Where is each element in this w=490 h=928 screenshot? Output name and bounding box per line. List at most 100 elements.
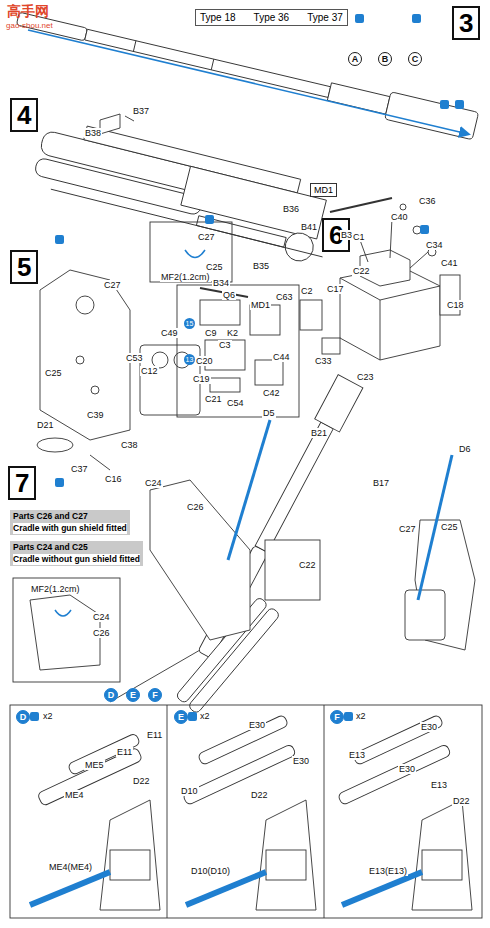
part-number: B34 — [212, 278, 230, 288]
part-number: E30 — [248, 720, 266, 730]
part-number: B38 — [84, 128, 102, 138]
part-number: C27 — [398, 524, 417, 534]
part-number: E13 — [430, 780, 448, 790]
part-number: B21 — [310, 428, 328, 438]
node-text: Type 18 — [200, 12, 236, 23]
part-number: E11 — [116, 747, 133, 757]
note-band: Parts C26 and C27Cradle with gun shield … — [10, 510, 130, 535]
part-number: C25 — [205, 262, 224, 272]
part-number: x2 — [42, 711, 54, 721]
part-number: C40 — [390, 212, 409, 222]
type-header: Type 18 Type 36 Type 37 — [195, 9, 348, 26]
part-number: E30 — [420, 722, 438, 732]
part-number: x2 — [355, 711, 367, 721]
part-number: C22 — [352, 266, 371, 276]
part-number: E13 — [348, 750, 366, 760]
step-marker: 15 — [184, 318, 195, 329]
part-number: E11 — [146, 730, 163, 740]
part-number: C21 — [204, 394, 223, 404]
node-text: Cradle with gun shield fitted — [13, 523, 127, 534]
part-number: C27 — [197, 232, 216, 242]
node-text: 7 — [15, 469, 29, 497]
part-number: D6 — [458, 444, 472, 454]
part-number: B37 — [132, 106, 150, 116]
part-number: E30 — [398, 764, 416, 774]
node-text: Type 37 — [307, 12, 343, 23]
part-number: MF2(1.2cm) — [30, 584, 81, 594]
part-number: ME5 — [84, 760, 105, 770]
variant-letter: D — [104, 688, 118, 702]
part-number: C17 — [326, 284, 345, 294]
note-band: Parts C24 and C25Cradle without gun shie… — [10, 541, 143, 566]
part-number: D22 — [132, 776, 151, 786]
node-text: MD1 — [314, 185, 333, 195]
part-number: C23 — [356, 372, 375, 382]
step-number: 3 — [452, 6, 480, 40]
part-number: C63 — [275, 292, 294, 302]
node-text: 3 — [459, 9, 473, 37]
part-number: C41 — [440, 258, 459, 268]
watermark: gao-shou.net — [5, 21, 54, 31]
part-number: x2 — [199, 711, 211, 721]
part-number: C49 — [160, 328, 179, 338]
part-number: C22 — [298, 560, 317, 570]
part-number: C26 — [186, 502, 205, 512]
part-number: B17 — [372, 478, 390, 488]
part-number: MF2(1.2cm) — [160, 272, 211, 282]
part-number: B36 — [282, 204, 300, 214]
part-number: C19 — [192, 374, 211, 384]
part-number: ME4 — [64, 790, 85, 800]
variant-letter: A — [348, 52, 362, 66]
part-number: C25 — [44, 368, 63, 378]
node-text: Parts C24 and C25 — [13, 542, 140, 553]
node-text: Parts C26 and C27 — [13, 511, 127, 522]
part-number: C37 — [70, 464, 89, 474]
part-number: C12 — [140, 366, 159, 376]
part-number: C26 — [92, 628, 111, 638]
part-number: B35 — [252, 261, 270, 271]
part-number: D5 — [262, 408, 276, 418]
node-text: Cradle without gun shield fitted — [13, 554, 140, 565]
part-number: D10 — [180, 786, 199, 796]
part-number: MD1 — [250, 300, 271, 310]
part-number: C24 — [144, 478, 163, 488]
variant-letter: F — [148, 688, 162, 702]
part-number: ME4(ME4) — [48, 862, 93, 872]
part-number: C1 — [352, 232, 366, 242]
step-marker: 13 — [184, 354, 195, 365]
part-number: D22 — [452, 796, 471, 806]
part-number: C54 — [226, 398, 245, 408]
part-number: C44 — [272, 352, 291, 362]
variant-letter: C — [408, 52, 422, 66]
node-text: Type 36 — [254, 12, 290, 23]
variant-letter: B — [378, 52, 392, 66]
inset-box: MD1 — [310, 183, 337, 197]
step-number: 5 — [10, 250, 38, 284]
part-number: C38 — [120, 440, 139, 450]
node-text: 5 — [17, 253, 31, 281]
variant-letter: D — [16, 710, 30, 724]
node-text: 4 — [17, 101, 31, 129]
part-number: K2 — [226, 328, 239, 338]
part-number: C34 — [425, 240, 444, 250]
watermark: 高手网 — [6, 4, 50, 19]
part-number: C24 — [92, 612, 111, 622]
step-number: 7 — [8, 466, 36, 500]
part-number: C18 — [446, 300, 465, 310]
part-number: B41 — [300, 222, 318, 232]
part-number: D22 — [250, 790, 269, 800]
variant-letter: E — [126, 688, 140, 702]
part-number: C27 — [103, 280, 122, 290]
part-number: C3 — [218, 340, 232, 350]
part-number: C16 — [104, 474, 123, 484]
part-number: C20 — [195, 356, 214, 366]
step-number: 4 — [10, 98, 38, 132]
part-number: C39 — [86, 410, 105, 420]
part-number: C42 — [262, 388, 281, 398]
part-number: E30 — [292, 756, 310, 766]
part-number: C9 — [204, 328, 218, 338]
variant-letter: E — [174, 710, 188, 724]
part-number: E13(E13) — [368, 866, 408, 876]
variant-letter: F — [330, 710, 344, 724]
part-number: C2 — [300, 286, 314, 296]
